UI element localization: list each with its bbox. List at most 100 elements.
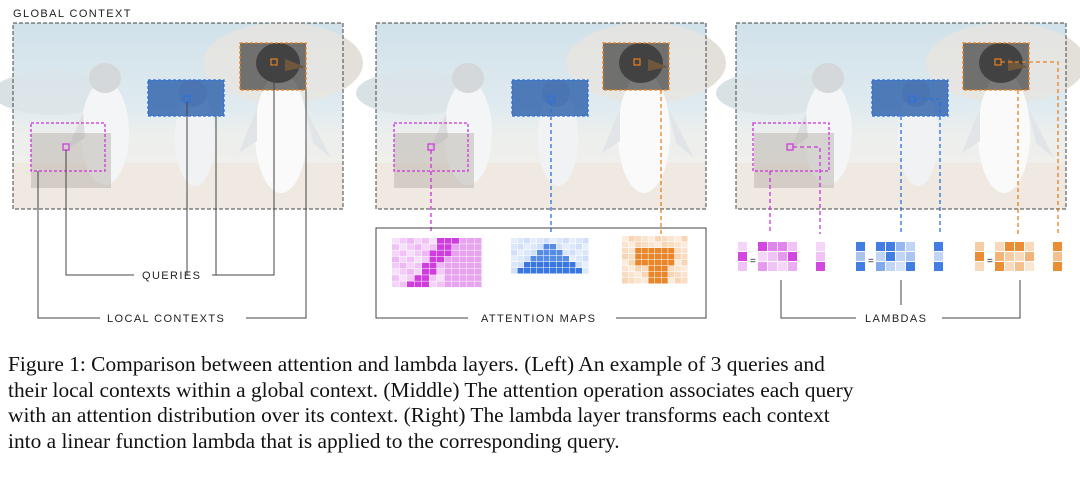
attention-cell-orange: [668, 266, 675, 272]
attention-cell-orange: [641, 236, 648, 242]
lambda-query-cell: [856, 252, 865, 261]
attention-cell-blue: [563, 268, 569, 274]
attention-cell-blue: [517, 262, 524, 268]
attention-cell-blue: [517, 250, 524, 256]
lambda-matrix-cell: [1005, 242, 1014, 251]
attention-cell-blue: [582, 238, 589, 244]
attention-cell-blue: [582, 244, 589, 250]
attention-cell-orange: [641, 260, 648, 266]
attention-cell-magenta: [407, 275, 414, 281]
attention-cell-orange: [628, 254, 635, 260]
attention-cell-orange: [628, 242, 635, 248]
attention-cell-magenta: [407, 281, 414, 288]
panel-right-image: [716, 23, 1080, 209]
attention-cell-magenta: [459, 275, 467, 281]
attention-cell-blue: [569, 256, 576, 262]
attention-cell-magenta: [422, 275, 429, 281]
lambda-output-cell: [1053, 252, 1062, 261]
attention-cell-blue: [576, 238, 582, 244]
attention-cell-orange: [661, 266, 668, 272]
attention-cell-blue: [550, 262, 556, 268]
attention-cell-blue: [524, 268, 530, 274]
attention-cell-orange: [648, 278, 655, 284]
figure-diagram: GLOBAL CONTEXT QUERIES LOCAL CONTEXTS AT…: [0, 8, 1080, 325]
attention-cell-magenta: [437, 262, 444, 269]
attention-cell-magenta: [429, 269, 437, 275]
attention-cell-blue: [511, 244, 517, 250]
attention-cell-magenta: [467, 281, 474, 288]
attention-cell-orange: [655, 242, 662, 248]
attention-cell-orange: [635, 236, 642, 242]
lambda-query-cell: [856, 242, 865, 251]
attention-cell-magenta: [452, 244, 459, 250]
attention-cell-magenta: [422, 262, 429, 269]
attention-cell-blue: [530, 268, 537, 274]
attention-cell-magenta: [407, 250, 414, 257]
attention-cell-magenta: [392, 269, 399, 275]
attention-cell-blue: [576, 256, 582, 262]
attention-cell-orange: [641, 242, 648, 248]
attention-cell-magenta: [437, 250, 444, 257]
attention-cell-magenta: [407, 238, 414, 244]
attention-cell-blue: [537, 238, 543, 244]
attention-cell-magenta: [467, 244, 474, 250]
lambda-query-cell: [975, 242, 984, 251]
attention-cell-blue: [543, 268, 550, 274]
attention-cell-orange: [641, 254, 648, 260]
attention-cell-magenta: [437, 275, 444, 281]
lambda-matrix-cell: [886, 252, 895, 261]
attention-cell-orange: [648, 260, 655, 266]
attention-cell-magenta: [437, 281, 444, 288]
attention-cell-magenta: [429, 238, 437, 244]
attention-cell-magenta: [407, 256, 414, 263]
lambda-matrix-cell: [788, 262, 797, 271]
attention-cell-magenta: [429, 250, 437, 257]
attention-cell-blue: [556, 250, 563, 256]
attention-cell-orange: [648, 248, 655, 254]
attention-cell-blue: [530, 244, 537, 250]
local-contexts-label: LOCAL CONTEXTS: [107, 313, 225, 325]
attention-cell-blue: [582, 250, 589, 256]
attention-cell-orange: [655, 266, 662, 272]
attention-cell-magenta: [392, 275, 399, 281]
attention-cell-magenta: [459, 269, 467, 275]
attention-cell-orange: [622, 266, 629, 272]
attention-cell-orange: [655, 248, 662, 254]
lambda-matrix-cell: [876, 252, 885, 261]
lambda-matrix-cell: [1015, 262, 1024, 271]
lambda-matrix-cell: [995, 252, 1004, 261]
queries-label: QUERIES: [142, 270, 201, 282]
attention-cell-orange: [641, 278, 648, 284]
attention-cell-blue: [524, 244, 530, 250]
attention-cell-magenta: [399, 281, 407, 288]
lambda-matrix-cell: [758, 242, 767, 251]
attention-cell-blue: [550, 268, 556, 274]
attention-cell-orange: [635, 254, 642, 260]
attention-cell-blue: [517, 238, 524, 244]
local-context-magenta: [30, 122, 106, 172]
attention-cell-magenta: [414, 250, 422, 257]
attention-cell-orange: [668, 272, 675, 278]
attention-cell-magenta: [474, 238, 482, 244]
equals-sign: =: [987, 256, 993, 267]
attention-cell-magenta: [422, 269, 429, 275]
attention-cell-orange: [681, 260, 688, 266]
attention-cell-blue: [576, 262, 582, 268]
middle-frame: [375, 22, 707, 210]
attention-cell-blue: [569, 250, 576, 256]
attention-cell-magenta: [437, 269, 444, 275]
middle-context-magenta: [393, 122, 469, 172]
attention-cell-blue: [550, 238, 556, 244]
attention-cell-orange: [622, 236, 629, 242]
attention-cell-blue: [550, 250, 556, 256]
attention-cell-blue: [550, 244, 556, 250]
attention-cell-orange: [628, 266, 635, 272]
lambda-query-cell: [856, 262, 865, 271]
lambda-matrix-cell: [758, 262, 767, 271]
lambda-matrix-cell: [768, 242, 777, 251]
attention-cell-magenta: [467, 275, 474, 281]
lambda-query-cell: [738, 262, 747, 271]
attention-cell-blue: [537, 244, 543, 250]
attention-cell-orange: [681, 236, 688, 242]
attention-maps: [392, 236, 688, 288]
